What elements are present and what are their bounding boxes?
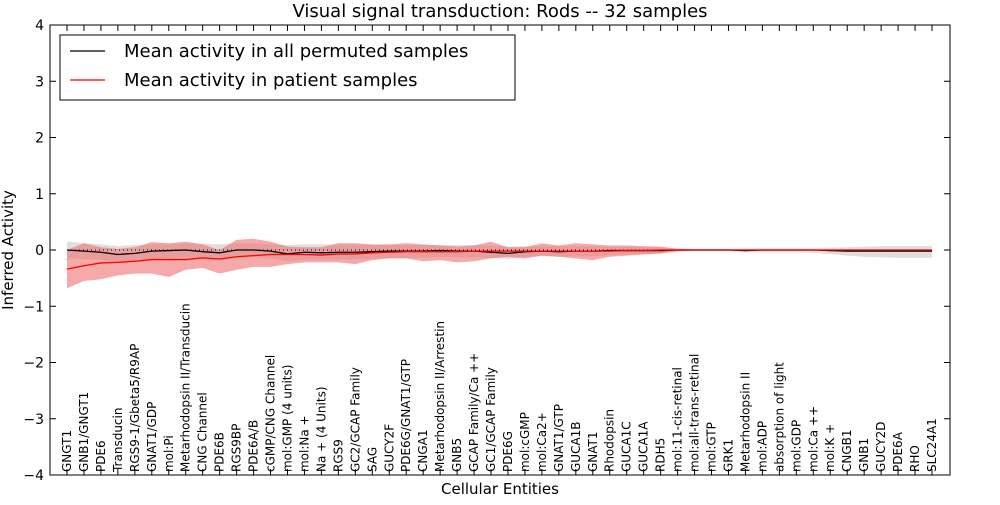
x-tick-label: mol:K + xyxy=(823,424,837,472)
x-tick-label: RGS9-1/Gbeta5/R9AP xyxy=(128,344,142,472)
series-line-2 xyxy=(66,249,932,270)
x-tick-label: GUCY2D xyxy=(874,422,888,472)
confidence-bands xyxy=(67,238,932,289)
x-tick-label: GUCA1A xyxy=(637,421,651,472)
x-tick-label: PDE6B xyxy=(213,432,227,472)
x-tick-label: Transducin xyxy=(111,408,125,473)
legend-box xyxy=(59,34,516,101)
x-tick-label: mol:GTP xyxy=(705,422,719,472)
x-tick-label: Metarhodopsin II/Transducin xyxy=(179,303,193,472)
x-tick-label: GCAP Family/Ca ++ xyxy=(467,353,481,472)
x-tick-label: mol:GMP (4 units) xyxy=(280,365,294,472)
y-tick-label: −1 xyxy=(23,299,44,315)
x-tick-label: GNGT1 xyxy=(60,430,74,472)
x-tick-label: GUCY2F xyxy=(382,424,396,472)
x-tick-label: SAG xyxy=(365,447,379,472)
y-tick-label: 1 xyxy=(35,187,44,203)
x-tick-label: cGMP/CNG Channel xyxy=(264,355,278,472)
x-tick-label: PDE6G/GNAT1/GTP xyxy=(399,359,413,472)
x-tick-label: PDE6A/B xyxy=(247,420,261,472)
x-tick-label: GC1/GCAP Family xyxy=(484,367,498,472)
x-tick-label: GC2/GCAP Family xyxy=(348,367,362,472)
x-tick-label: mol:all-trans-retinal xyxy=(688,354,702,472)
x-tick-label: GUCA1C xyxy=(620,421,634,472)
x-tick-label: mol:GDP xyxy=(789,420,803,472)
y-tick-label: −3 xyxy=(23,412,44,428)
y-axis-ticks: 4 3 2 1 0 −1 −2 −3 −4 xyxy=(23,18,950,484)
y-tick-label: 2 xyxy=(35,131,44,147)
x-tick-label: GNB1/GNGT1 xyxy=(77,392,91,472)
x-tick-label: Rhodopsin xyxy=(603,409,617,472)
x-tick-label: PDE6G xyxy=(501,431,515,472)
y-tick-label: −2 xyxy=(23,356,44,372)
x-tick-label: RGS9BP xyxy=(230,424,244,472)
x-tick-label: GNB5 xyxy=(450,438,464,472)
x-tick-label: RGS9 xyxy=(331,439,345,472)
x-tick-label: GRK1 xyxy=(721,439,735,472)
x-tick-label: PDE6 xyxy=(94,440,108,472)
x-tick-label: mol:11-cis-retinal xyxy=(671,367,685,472)
x-tick-label: GNAT1/GTP xyxy=(552,404,566,472)
y-tick-label: −4 xyxy=(23,468,44,484)
plot-frame xyxy=(49,24,951,476)
y-axis-label: Inferred Activity xyxy=(0,190,17,310)
legend-label-1: Mean activity in all permuted samples xyxy=(124,41,468,62)
x-tick-label: GNAT1/GDP xyxy=(145,402,159,472)
legend: Mean activity in all permuted samplesMea… xyxy=(59,34,516,101)
y-tick-label: 0 xyxy=(35,243,44,259)
x-axis-label: Cellular Entities xyxy=(441,480,559,498)
x-tick-label: CNG Channel xyxy=(196,392,210,472)
x-tick-label: mol:cGMP xyxy=(518,412,532,472)
x-tick-label: GNAT1 xyxy=(586,431,600,472)
x-tick-label: GUCA1B xyxy=(569,421,583,472)
x-tick-label: mol:Pi xyxy=(162,435,176,472)
x-tick-label: SLC24A1 xyxy=(925,418,939,472)
x-tick-label: absorption of light xyxy=(772,362,786,472)
x-tick-label: mol:Ca2+ xyxy=(535,412,549,472)
legend-label-2: Mean activity in patient samples xyxy=(124,70,418,91)
x-tick-label: GNB1 xyxy=(857,438,871,472)
x-tick-label: PDE6A xyxy=(891,431,905,472)
chart-title: Visual signal transduction: Rods -- 32 s… xyxy=(292,1,707,22)
y-tick-label: 4 xyxy=(35,18,44,34)
x-tick-label: Metarhodopsin II xyxy=(738,372,752,472)
x-tick-label: Metarhodopsin II/Arrestin xyxy=(433,321,447,472)
x-tick-label: CNGA1 xyxy=(416,430,430,473)
x-tick-label: mol:Na + xyxy=(297,415,311,472)
x-tick-label: RHO xyxy=(908,445,922,472)
x-tick-label: mol:ADP xyxy=(755,421,769,472)
series-lines xyxy=(66,249,932,270)
band-series-2 xyxy=(67,238,932,289)
x-tick-label: CNGB1 xyxy=(840,429,854,472)
x-tick-label: Na + (4 Units) xyxy=(314,386,328,472)
x-tick-label: mol:Ca ++ xyxy=(806,406,820,472)
y-tick-label: 3 xyxy=(35,74,44,90)
x-tick-label: RDH5 xyxy=(654,438,668,472)
